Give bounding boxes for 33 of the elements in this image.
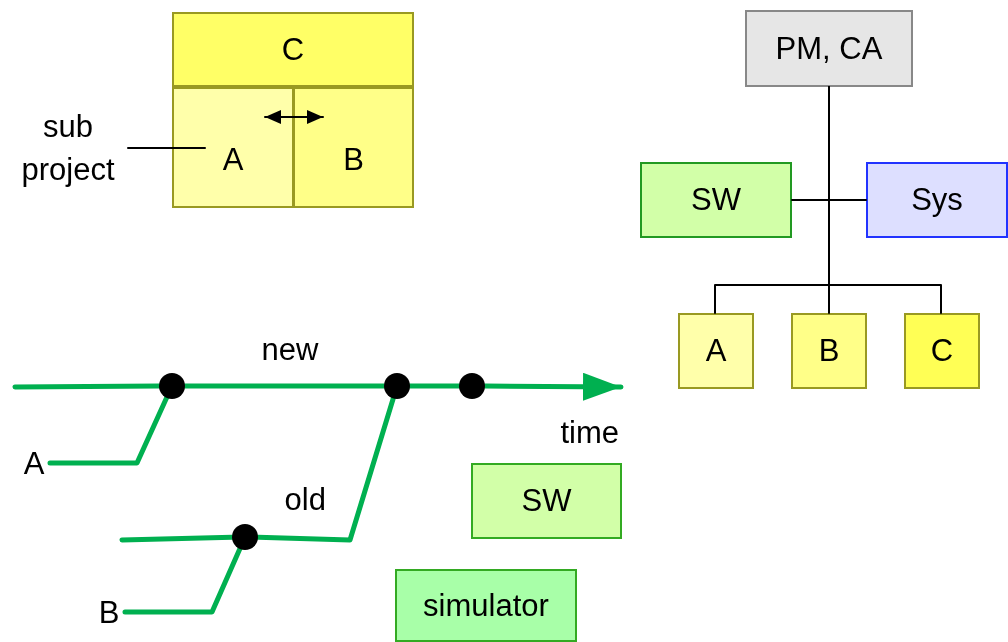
text-label: B <box>98 591 120 635</box>
box <box>866 162 1008 238</box>
box-label: SW <box>521 482 572 521</box>
text-label: sub project <box>8 104 128 192</box>
double-arrow <box>264 110 324 124</box>
box-label: B <box>343 140 364 179</box>
box <box>172 12 414 87</box>
box-label: PM, CA <box>775 29 883 68</box>
box-label: B <box>818 332 840 371</box>
box <box>791 313 867 389</box>
box-label: SW <box>691 181 741 220</box>
box-label: simulator <box>423 586 549 625</box>
connector-line <box>828 86 942 314</box>
box-label: Sys <box>911 181 963 220</box>
milestone-dot <box>459 373 485 399</box>
box-label: C <box>930 332 954 371</box>
box-label: A <box>705 332 727 371</box>
box <box>293 87 414 208</box>
box-label: C <box>281 30 305 69</box>
milestone-dot <box>384 373 410 399</box>
box <box>640 162 792 238</box>
box <box>678 313 754 389</box>
box <box>395 569 577 642</box>
leader-line <box>127 147 206 149</box>
milestone-dot <box>232 524 258 550</box>
box <box>745 10 913 87</box>
connector-line <box>47 395 170 466</box>
milestone-dot <box>159 373 185 399</box>
box <box>172 87 294 208</box>
box <box>471 463 622 539</box>
text-label: A <box>23 442 45 486</box>
box-label: A <box>222 140 244 179</box>
box <box>904 313 980 389</box>
